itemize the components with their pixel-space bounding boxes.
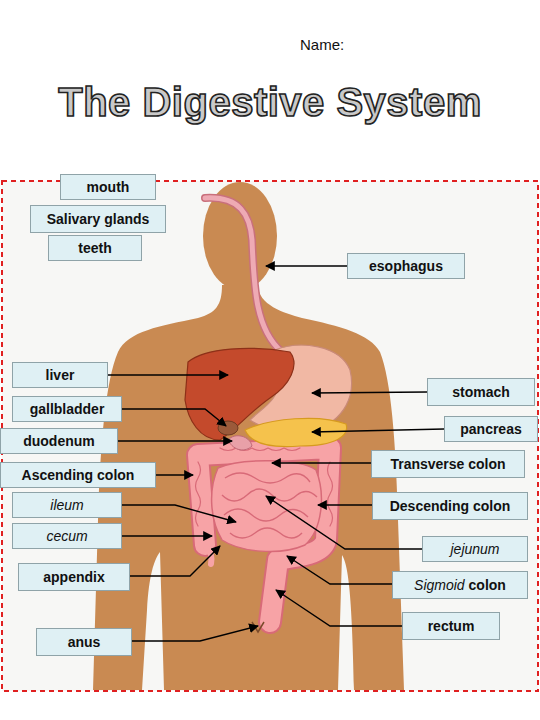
label-box: gallbladder [12, 396, 122, 422]
label-box: anus [36, 628, 132, 656]
pancreas-organ [245, 418, 347, 446]
esophagus-tube [205, 198, 282, 352]
organ-label: Sigmoid colon [414, 577, 506, 593]
gallbladder-organ [218, 421, 238, 435]
duodenum-organ [228, 436, 252, 450]
organ-label: teeth [78, 240, 111, 256]
organ-label: liver [46, 367, 75, 383]
label-box: Transverse colon [371, 450, 525, 478]
name-field: Name: [300, 36, 344, 53]
organ-label: Descending colon [390, 498, 511, 514]
organ-label: ileum [50, 497, 83, 513]
organ-label: jejunum [450, 541, 499, 557]
label-box: cecum [12, 523, 122, 549]
organ-label: anus [68, 634, 101, 650]
label-box: Sigmoid colon [392, 571, 528, 599]
label-box: duodenum [0, 428, 118, 454]
label-box: esophagus [347, 253, 465, 279]
small-intestine [212, 461, 322, 552]
label-box: ileum [12, 492, 122, 518]
organ-label: cecum [46, 528, 87, 544]
label-box: mouth [60, 174, 156, 200]
organ-label: stomach [452, 384, 510, 400]
organ-label: mouth [87, 179, 130, 195]
organ-label: appendix [43, 569, 104, 585]
organ-label: rectum [428, 618, 475, 634]
colon [196, 448, 333, 622]
label-box: Descending colon [372, 492, 528, 520]
label-box: Salivary glands [30, 205, 166, 233]
organ-label: esophagus [369, 258, 443, 274]
organ-label: Ascending colon [22, 467, 135, 483]
label-box: jejunum [422, 536, 528, 562]
organ-label: Salivary glands [47, 211, 150, 227]
frame [2, 181, 538, 691]
label-box: teeth [48, 235, 142, 261]
title: The Digestive System [20, 80, 520, 125]
organ-label: pancreas [460, 421, 521, 437]
label-box: appendix [18, 563, 130, 591]
label-box: Ascending colon [0, 462, 156, 488]
organ-label: duodenum [23, 433, 95, 449]
label-box: stomach [427, 378, 535, 406]
organ-label: gallbladder [30, 401, 105, 417]
esophagus-tube [205, 198, 282, 352]
label-box: liver [12, 362, 108, 388]
label-box: rectum [402, 612, 500, 640]
label-box: pancreas [444, 416, 538, 442]
organ-label: Transverse colon [390, 456, 505, 472]
